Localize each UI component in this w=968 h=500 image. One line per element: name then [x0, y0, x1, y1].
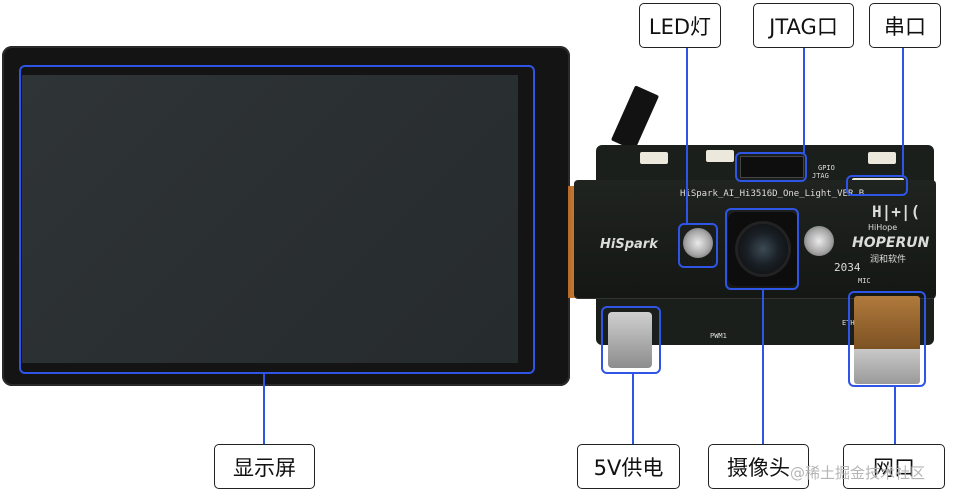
board-model-silkscreen: HiSpark_AI_Hi3516D_One_Light_VER.B — [680, 189, 865, 199]
callout-jtag: JTAG口 — [753, 3, 854, 48]
callout-power: 5V供电 — [577, 444, 680, 489]
board-connector — [640, 152, 668, 164]
camera-lens — [738, 224, 788, 274]
rj45-port — [854, 296, 920, 384]
board-connector — [868, 152, 896, 164]
callout-led: LED灯 — [639, 3, 721, 48]
led-component — [804, 226, 834, 256]
jtag-silkscreen: JTAG — [812, 172, 829, 180]
pwm-silkscreen: PWM1 — [710, 332, 727, 340]
hispark-logo: HiSpark — [600, 237, 658, 252]
network-highlight — [848, 291, 926, 387]
display-highlight — [19, 65, 535, 374]
usb-c-port — [608, 312, 652, 368]
led-leader-line — [686, 48, 688, 224]
camera-leader-line — [762, 290, 764, 444]
jtag-highlight — [735, 152, 807, 182]
jtag-leader-line — [803, 48, 805, 153]
board-code: 2034 — [834, 261, 861, 274]
runhe-text: 润和软件 — [870, 255, 907, 265]
display-leader-line — [263, 374, 265, 444]
callout-network: 网口 — [843, 444, 945, 489]
power-highlight — [601, 306, 661, 374]
callout-serial: 串口 — [869, 3, 941, 48]
led-component — [683, 228, 713, 258]
serial-leader-line — [902, 48, 904, 176]
antenna — [610, 85, 660, 151]
led-highlight — [678, 223, 718, 268]
jtag-header — [740, 156, 804, 178]
hoperun-logo: HOPERUN — [852, 235, 930, 251]
hihope-text: HiHope — [868, 223, 898, 232]
watermark: @稀土掘金技术社区 — [790, 464, 926, 482]
gpio-silkscreen: GPIO — [818, 164, 835, 172]
power-leader-line — [632, 374, 634, 444]
board-connector — [706, 150, 734, 162]
callout-display: 显示屏 — [214, 444, 315, 489]
mic-silkscreen: MIC — [858, 277, 871, 285]
serial-highlight — [846, 175, 908, 196]
network-leader-line — [894, 387, 896, 444]
camera-highlight — [725, 208, 799, 290]
display-screen — [22, 75, 518, 363]
hihope-logo: H|+|( — [872, 202, 921, 221]
callout-camera: 摄像头 — [708, 444, 809, 489]
